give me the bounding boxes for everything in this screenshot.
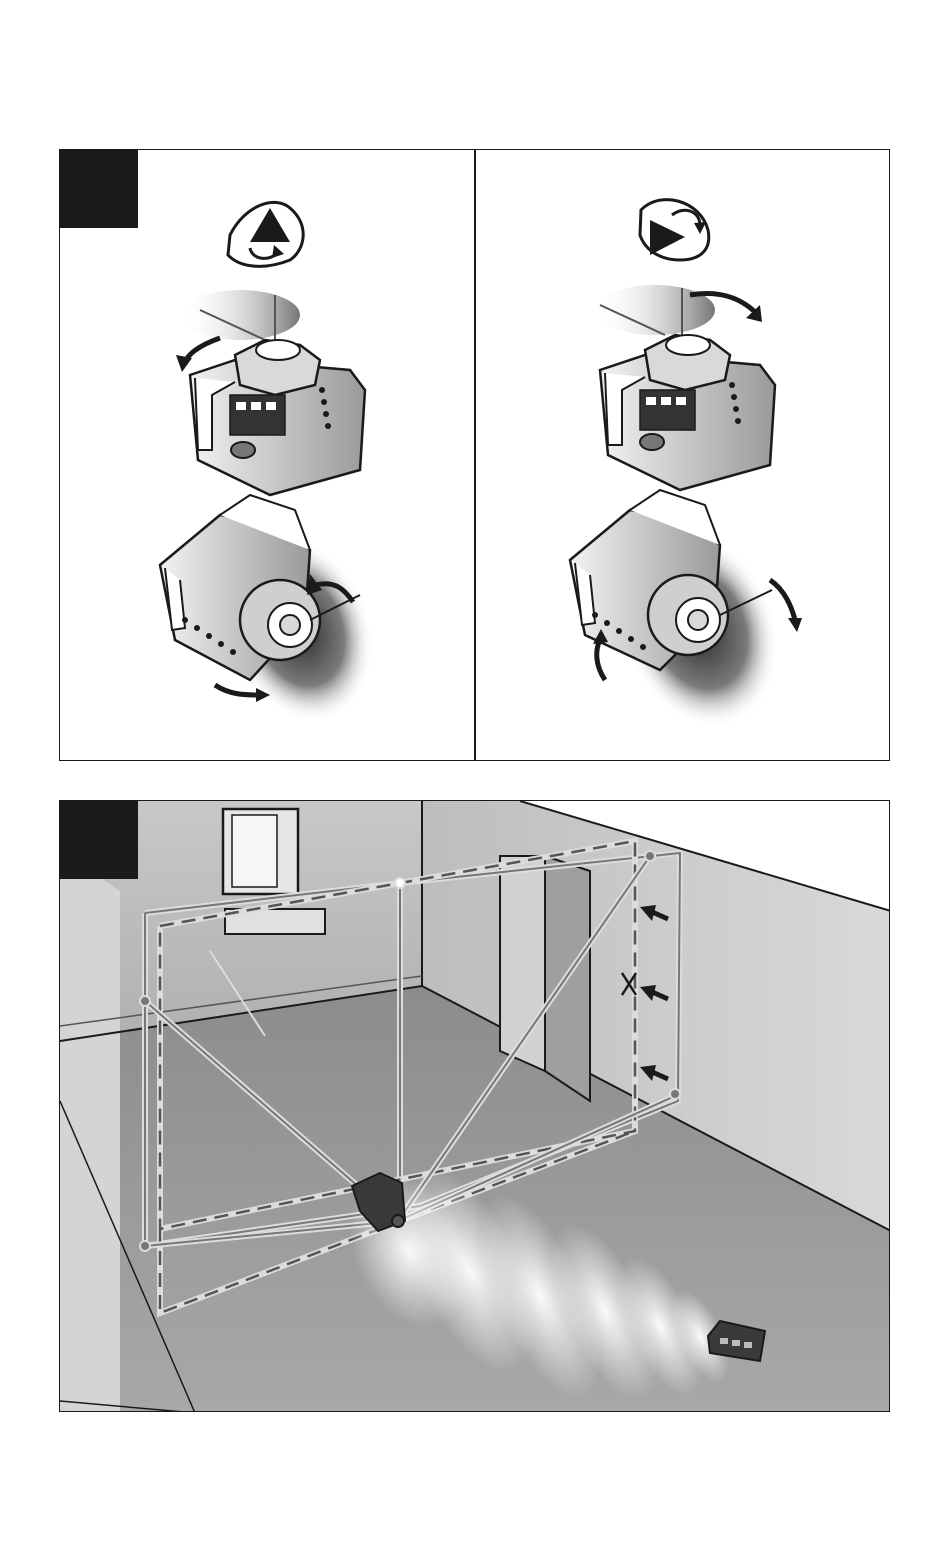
room-illustration bbox=[60, 801, 890, 1412]
rotation-illustration bbox=[60, 150, 890, 761]
room-figure bbox=[59, 800, 890, 1412]
laser-device-upright-right bbox=[595, 285, 775, 490]
laser-device-lying-left bbox=[160, 495, 398, 743]
rotate-clockwise-button-icon bbox=[640, 200, 709, 260]
laser-device-lying-right bbox=[570, 490, 805, 750]
near-wall bbox=[60, 851, 120, 1412]
figure-label-box bbox=[60, 801, 138, 879]
laser-device-upright-left bbox=[180, 290, 365, 495]
rotation-figure bbox=[59, 149, 890, 761]
rotate-counterclockwise-button-icon bbox=[228, 202, 303, 266]
